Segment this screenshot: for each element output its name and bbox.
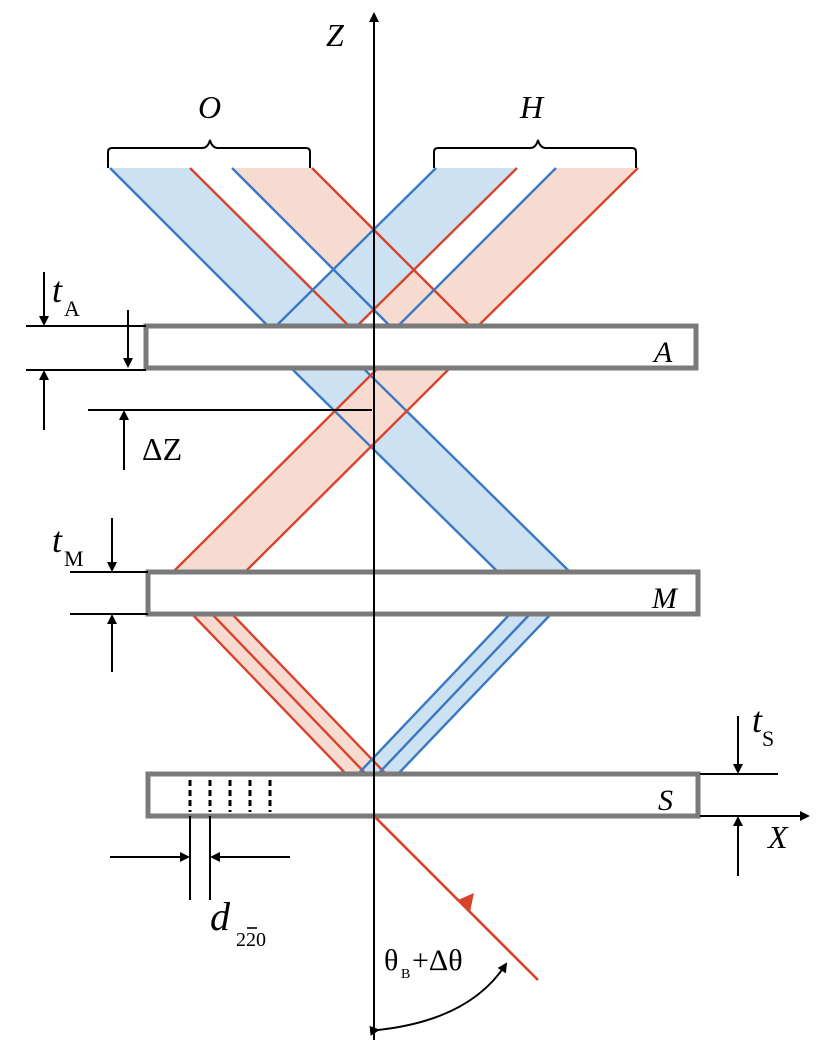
crystal-a — [143, 323, 699, 371]
d-sub: 220 — [236, 929, 266, 951]
o-blue-band-upper — [110, 168, 353, 330]
o-beam-label: O — [198, 89, 221, 125]
brace-o — [107, 139, 311, 168]
crystal-m — [145, 569, 701, 617]
theta-label: θ — [384, 944, 398, 977]
tm-sub: M — [64, 546, 84, 571]
dim-delta-z — [88, 409, 372, 470]
d-label: d — [210, 894, 231, 939]
theta-sub: B — [401, 967, 410, 982]
crystal-m-label: M — [651, 582, 679, 615]
h-beam-label: H — [519, 89, 545, 125]
delta-z-label: ΔZ — [142, 431, 182, 467]
angle-arc — [369, 962, 508, 1036]
z-axis-label: Z — [326, 17, 345, 53]
tm-label: t — [52, 520, 63, 560]
crystal-s — [145, 771, 701, 819]
incident-beam-arrow — [458, 893, 474, 912]
crystal-a-label: A — [652, 336, 673, 369]
dim-d — [110, 816, 290, 900]
ta-sub: A — [64, 296, 80, 321]
ta-label: t — [52, 270, 63, 310]
x-axis-label: X — [766, 819, 789, 855]
dim-ts — [700, 716, 778, 876]
h-red-band-upper — [394, 168, 638, 330]
incident-beam — [373, 815, 539, 981]
brace-h — [433, 139, 637, 168]
beam-lines — [109, 167, 639, 775]
lattice-planes — [188, 780, 272, 812]
dim-tm — [70, 518, 148, 672]
ts-label: t — [752, 700, 763, 740]
dim-ta — [26, 272, 146, 430]
theta-delta: +Δθ — [412, 944, 463, 977]
crystal-s-label: S — [658, 784, 673, 817]
red-band-middle — [173, 370, 448, 572]
ts-sub: S — [762, 726, 774, 751]
